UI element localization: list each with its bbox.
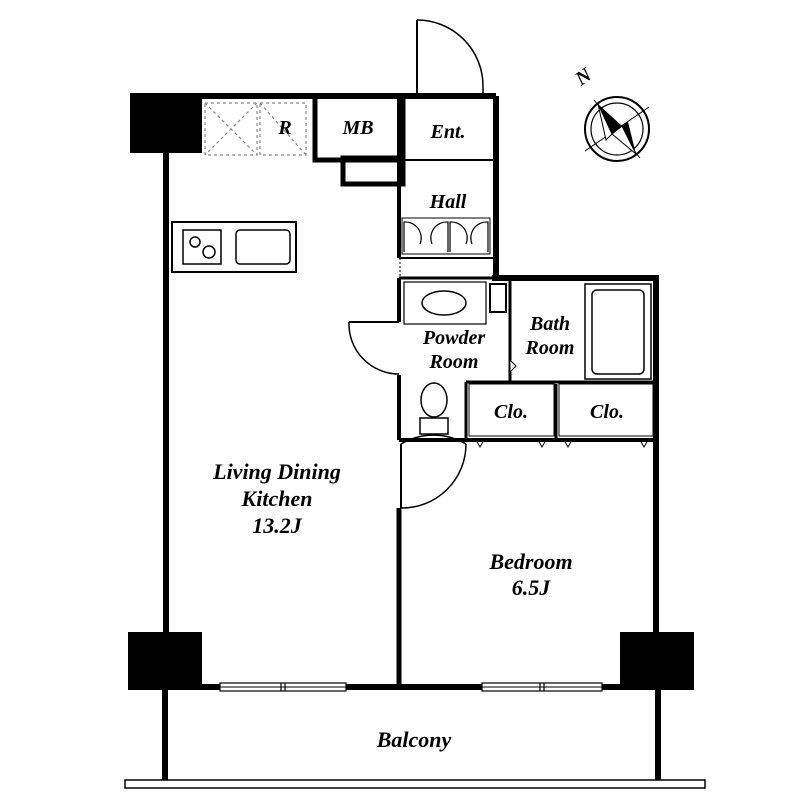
room-label-bath: Bath <box>529 313 570 335</box>
toilet-icon <box>420 382 448 418</box>
kitchen-counter <box>171 221 297 273</box>
powder-room-door <box>348 321 400 375</box>
columns <box>128 93 694 690</box>
room-label-powder: Powder <box>422 327 485 349</box>
stove-icon <box>182 229 222 265</box>
outer-walls <box>163 93 659 690</box>
column-bottom-right <box>620 632 694 690</box>
room-label-balcony: Balcony <box>376 727 452 752</box>
room-label-entrance: Ent. <box>429 121 465 143</box>
sink-icon <box>235 229 291 265</box>
washbasin-icon <box>403 281 487 325</box>
room-label-ldk: Living Dining <box>212 459 341 484</box>
bathtub <box>584 283 652 380</box>
room-label-hall: Hall <box>429 191 467 213</box>
room-area-bedroom: 6.5J <box>512 575 552 600</box>
room-area-ldk: 13.2J <box>252 513 303 538</box>
compass-icon: N <box>571 63 650 162</box>
room-label-bath-room: Room <box>525 337 575 359</box>
entrance-door <box>416 19 484 96</box>
meter-box <box>312 93 406 187</box>
refrigerator-space <box>204 102 307 156</box>
balcony <box>124 690 706 789</box>
room-label-ldk-kitchen: Kitchen <box>241 486 313 511</box>
interior-walls <box>396 96 656 687</box>
room-label-bedroom: Bedroom <box>488 549 572 574</box>
room-label-meter-box: MB <box>341 117 373 139</box>
column-top-left <box>130 93 202 153</box>
room-labels: Living Dining Kitchen 13.2J Bedroom 6.5J… <box>212 117 624 752</box>
powder-room-fixtures <box>403 281 517 435</box>
room-label-refrigerator: R <box>277 117 291 139</box>
sliding-windows <box>219 682 603 692</box>
room-label-closet-1: Clo. <box>494 401 528 423</box>
north-label: N <box>571 63 598 91</box>
washing-machine-area <box>489 283 507 313</box>
room-label-powder-room: Room <box>429 351 479 373</box>
bedroom-door <box>400 434 467 509</box>
closet-doors <box>468 383 654 449</box>
shoe-closet <box>401 217 491 255</box>
room-label-closet-2: Clo. <box>590 401 624 423</box>
